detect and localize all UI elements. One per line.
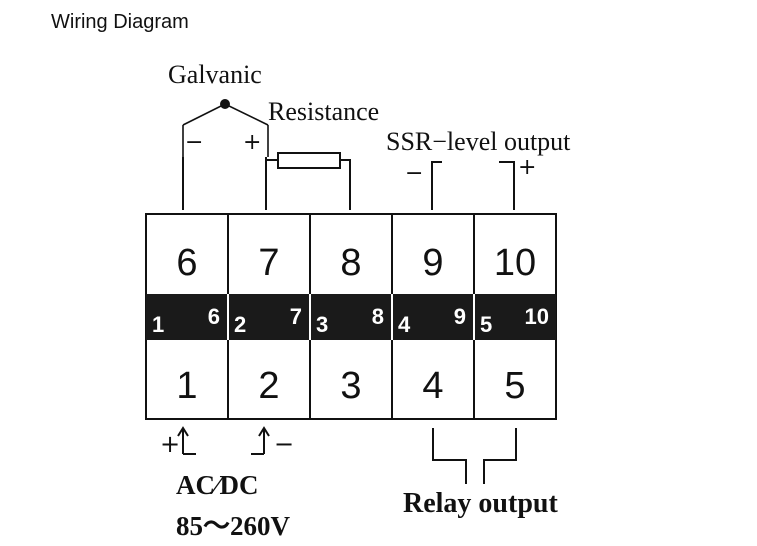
power-minus-sign: − <box>274 430 294 458</box>
band-label-2-right: 7 <box>290 304 302 329</box>
resistance-label: Resistance <box>268 97 379 126</box>
terminal-3-label: 3 <box>340 365 361 407</box>
galvanic-symbol <box>182 99 269 126</box>
terminal-9-label: 9 <box>422 242 443 284</box>
galvanic-minus-sign: − <box>185 130 203 155</box>
band-label-1-left: 1 <box>152 312 164 337</box>
band-label-4-left: 4 <box>398 312 411 337</box>
ssr-wires <box>431 161 515 210</box>
ssr-minus-sign: − <box>405 161 423 186</box>
terminal-label-band <box>146 294 556 340</box>
band-label-3-left: 3 <box>316 312 328 337</box>
terminal-10-label: 10 <box>494 242 536 284</box>
galvanic-label: Galvanic <box>168 60 262 89</box>
terminal-6-label: 6 <box>176 242 197 284</box>
terminal-2-label: 2 <box>258 365 279 407</box>
relay-output-wires <box>432 428 517 484</box>
page-title: Wiring Diagram <box>51 11 189 33</box>
band-label-2-left: 2 <box>234 312 246 337</box>
galvanic-wires <box>182 125 269 210</box>
terminal-8-label: 8 <box>340 242 361 284</box>
band-label-1-right: 6 <box>208 304 220 329</box>
terminal-5-label: 5 <box>504 365 525 407</box>
bottom-row-dividers <box>227 340 475 419</box>
voltage-range-label: 85～260V <box>176 511 290 541</box>
terminal-4-label: 4 <box>422 365 443 407</box>
power-plus-sign: + <box>160 430 180 458</box>
band-dividers <box>227 294 475 340</box>
band-label-3-right: 8 <box>372 304 384 329</box>
resistance-symbol <box>266 152 351 210</box>
ssr-level-output-label: SSR−level output <box>386 127 571 156</box>
galvanic-plus-sign: + <box>243 130 261 155</box>
top-row-dividers <box>227 214 475 294</box>
relay-output-label: Relay output <box>403 488 558 519</box>
terminal-1-label: 1 <box>176 365 197 407</box>
band-label-4-right: 9 <box>454 304 466 329</box>
band-label-5-left: 5 <box>480 312 492 337</box>
terminal-7-label: 7 <box>258 242 279 284</box>
ac-dc-label: AC∕DC <box>176 470 259 500</box>
band-label-5-right: 10 <box>525 304 549 329</box>
ssr-plus-sign: + <box>518 155 536 180</box>
power-input-wires <box>177 426 270 455</box>
